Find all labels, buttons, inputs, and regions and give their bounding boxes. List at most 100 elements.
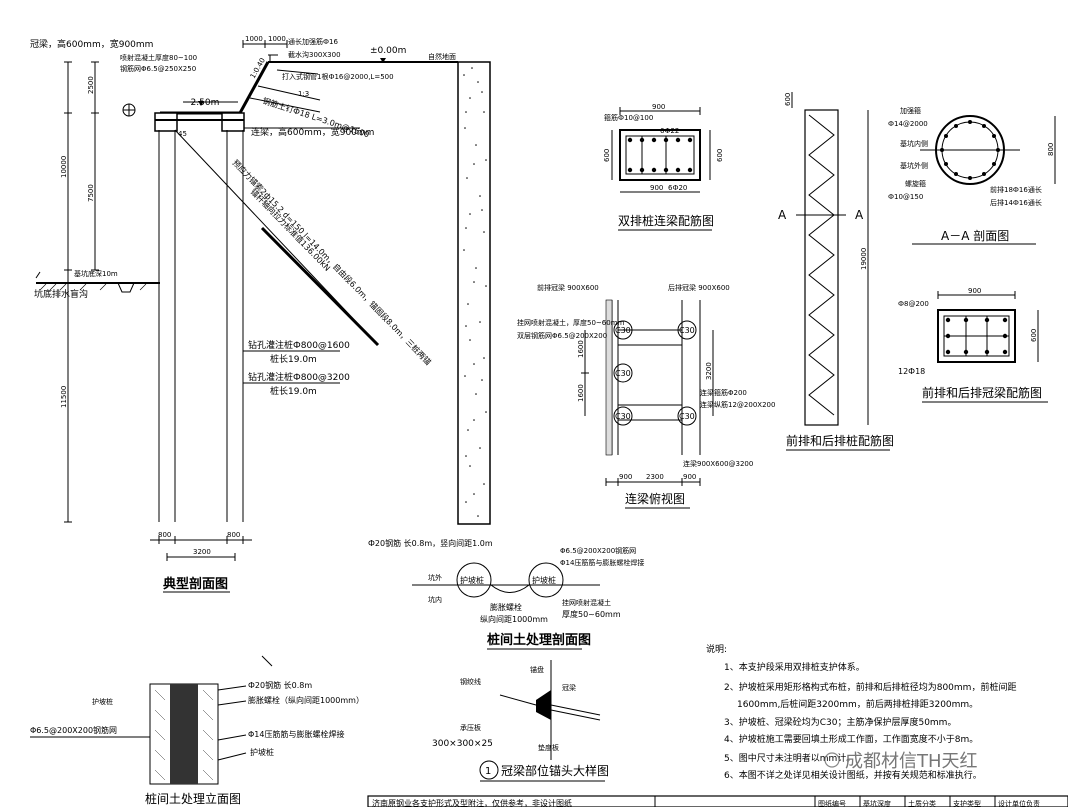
crown-beam-label: 冠梁，高600mm，宽900mm — [30, 38, 153, 50]
se-mesh: Φ6.5@200X200钢筋网 — [30, 725, 117, 735]
sb-bar: Ф20钢筋 长0.8m，竖向间距1.0m — [368, 538, 493, 548]
sb-thickness: 厚度50~60mm — [562, 609, 621, 619]
cap-bar: 12Ф18 — [898, 367, 925, 376]
aa-spiral: 螺旋箍 — [905, 179, 926, 188]
aa-dim-800: 800 — [1047, 143, 1055, 156]
plan-dim-1600b: 1600 — [577, 384, 585, 402]
aa-spiral-spec: Ф10@150 — [888, 193, 923, 201]
level-250: −2.50m — [183, 98, 219, 108]
soil-between-section: Ф20钢筋 长0.8m，竖向间距1.0m Φ6.5@200X200钢筋网 Φ14… — [368, 538, 644, 650]
aa-main-front: 前排18Ф16通长 — [990, 185, 1042, 194]
tb-cell-6: 支护类型 — [953, 799, 981, 807]
pile-back-len: 桩长19.0m — [270, 385, 317, 397]
notes-heading: 说明: — [706, 643, 727, 655]
sb-spacing: 纵向间距1000mm — [480, 614, 548, 624]
ad-beam: 冠梁 — [562, 683, 576, 692]
tb-cell-7: 设计单位负责 — [998, 799, 1040, 807]
nail-label: 打入式钢管1根Ф16@2000,L=500 — [282, 72, 394, 81]
dim-800a: 800 — [158, 531, 171, 539]
plan-mesh: 双层钢筋网Φ6.5@200X200 — [517, 331, 607, 340]
se-pile-r: 护坡桩 — [250, 747, 274, 757]
base-thickness: 基坑底深10m — [74, 269, 118, 278]
note-2b: 1600mm,后桩间距3200mm，前后两排桩排距3200mm。 — [737, 698, 978, 710]
ad-title: 冠梁部位锚头大样图 — [501, 763, 609, 778]
tb-cell-5: 土质分类 — [908, 799, 936, 807]
mesh-label: 钢筋网Φ6.5@250X250 — [120, 64, 196, 73]
plan-title: 连梁俯视图 — [625, 491, 685, 506]
sb-bolt: 膨胀螺栓 — [490, 602, 522, 612]
plan-dim-2300: 2300 — [646, 473, 664, 481]
cap-title: 前排和后排冠梁配筋图 — [922, 385, 1042, 400]
note-1: 1、本支护段采用双排桩支护体系。 — [724, 661, 865, 673]
cap-dim-900: 900 — [968, 287, 981, 295]
se-title: 桩间土处理立面图 — [145, 791, 241, 806]
aa-pit-out: 基坑外侧 — [900, 161, 928, 170]
note-4: 4、护坡桩施工需要回填土形成工作面，工作面宽度不小于8m。 — [724, 733, 978, 745]
beam-bot-bar: 6Ф20 — [668, 184, 687, 192]
title-block: 济南原钢业各支护形式及型附注，仅供参考，非设计图纸 图纸编号 基坑深度 土质分类… — [367, 795, 1068, 807]
sb-pile-b: 护坡桩 — [532, 575, 556, 585]
section-aa: 加强箍 Ф14@2000 基坑内侧 基坑外侧 螺旋箍 Ф10@150 前排18Ф… — [888, 106, 1056, 245]
beam-dim-900-top: 900 — [652, 103, 665, 111]
plan-shotcrete: 挂网喷射混凝土，厚度50~60mm — [517, 318, 624, 327]
aa-pit-in: 基坑内侧 — [900, 139, 928, 148]
cap-reinf-detail: 900 Ф8@200 600 12Ф18 前排和后排冠梁配筋图 — [898, 287, 1048, 403]
plan-dim-1600a: 1600 — [577, 340, 585, 358]
sb-press: Φ14压筋筋与膨胀螺栓焊接 — [560, 558, 644, 567]
beam-dim-600-r: 600 — [716, 149, 724, 162]
anchor-text-1: 预应力锚索2ф15.2 d=150 l=14.0m，自由段6.0m，锚固段8.0… — [231, 157, 434, 366]
plan-dim-3200: 3200 — [705, 362, 713, 380]
sb-mesh: Φ6.5@200X200钢筋网 — [560, 546, 636, 555]
note-6: 6、本图不详之处详见相关设计图纸，并按有关规范和标准执行。 — [724, 769, 982, 781]
beam-reinf-title: 双排桩连梁配筋图 — [618, 213, 714, 228]
plan-dim-900a: 900 — [619, 473, 632, 481]
plan-rebar-12: 连梁纵筋12@200X200 — [700, 400, 775, 409]
watermark: 成都材信TH天红 — [845, 751, 978, 772]
soil-column — [457, 61, 491, 525]
sb-pile-a: 护坡桩 — [460, 575, 484, 585]
dim-3200: 3200 — [193, 548, 211, 556]
beam-dim-900-bot: 900 — [650, 184, 663, 192]
ad-wedge: 垫度板 — [538, 743, 559, 752]
top-reinf-label: 通长加强筋Ф16 — [288, 37, 338, 46]
title-block-text: 济南原钢业各支护形式及型附注，仅供参考，非设计图纸 — [372, 798, 572, 807]
aa-hoop: 加强箍 — [900, 106, 921, 115]
ad-number: 1 — [485, 766, 491, 777]
aa-title: A－A 剖面图 — [941, 229, 1009, 243]
natural-ground: 自然地面 — [428, 52, 456, 61]
pile-dim-19000: 19000 — [860, 248, 868, 270]
pile-front-len: 桩长19.0m — [270, 353, 317, 365]
level-top: ±0.00m — [370, 46, 406, 56]
pile-elevation: A A 600 19000 前排和后排桩配筋图 — [778, 92, 894, 451]
plan-front-beam: 前排冠梁 900X600 — [537, 283, 599, 292]
sb-title: 桩间土处理剖面图 — [487, 632, 591, 648]
ad-head: 锚盘 — [530, 665, 544, 674]
typical-section-title: 典型剖面图 — [163, 576, 228, 592]
dim-1000b: 1000 — [268, 35, 286, 43]
notes: 说明: 1、本支护段采用双排桩支护体系。 2、护坡桩采用矩形格构式布桩，前排和后… — [706, 643, 1016, 781]
se-pile-l: 护坡桩 — [92, 697, 113, 706]
tb-cell-3: 图纸编号 — [818, 799, 846, 807]
angle-45: 45 — [178, 130, 187, 138]
soil-stipple — [463, 67, 487, 517]
link-beam-label: 连梁，高600mm，宽900mm — [251, 126, 374, 138]
plan-c30-3: C30 — [615, 412, 631, 421]
pile-elev-title: 前排和后排桩配筋图 — [786, 433, 894, 448]
se-bolt: 膨胀螺栓（纵向间距1000mm） — [248, 695, 364, 705]
ad-strand: 钢绞线 — [460, 677, 481, 686]
sb-inside: 坑内 — [428, 595, 442, 604]
tb-cell-4: 基坑深度 — [863, 799, 891, 807]
aa-hoop-spec: Ф14@2000 — [888, 120, 928, 128]
cap-stirrup: Ф8@200 — [898, 300, 929, 308]
plan-link-beam: 连梁900X600@3200 — [683, 459, 753, 468]
plan-rebar-200: 连梁箍筋Φ200 — [700, 388, 747, 397]
ad-plate: 承压板 — [460, 723, 481, 732]
plan-c30-1: C30 — [615, 326, 631, 335]
shotcrete-label: 喷射混凝土厚度80~100 — [120, 53, 197, 62]
slope-13: 1:3 — [298, 90, 309, 98]
pile-dim-600: 600 — [784, 93, 792, 106]
note-2: 2、护坡桩采用矩形格构式布桩，前排和后排桩径均为800mm，前桩间距 — [724, 681, 1016, 693]
dim-10000: 10000 — [60, 156, 68, 178]
beam-reinf-detail: 900 箍筋Ф10@100 6Ф22 600 600 900 6Ф20 双排桩连… — [603, 103, 724, 231]
